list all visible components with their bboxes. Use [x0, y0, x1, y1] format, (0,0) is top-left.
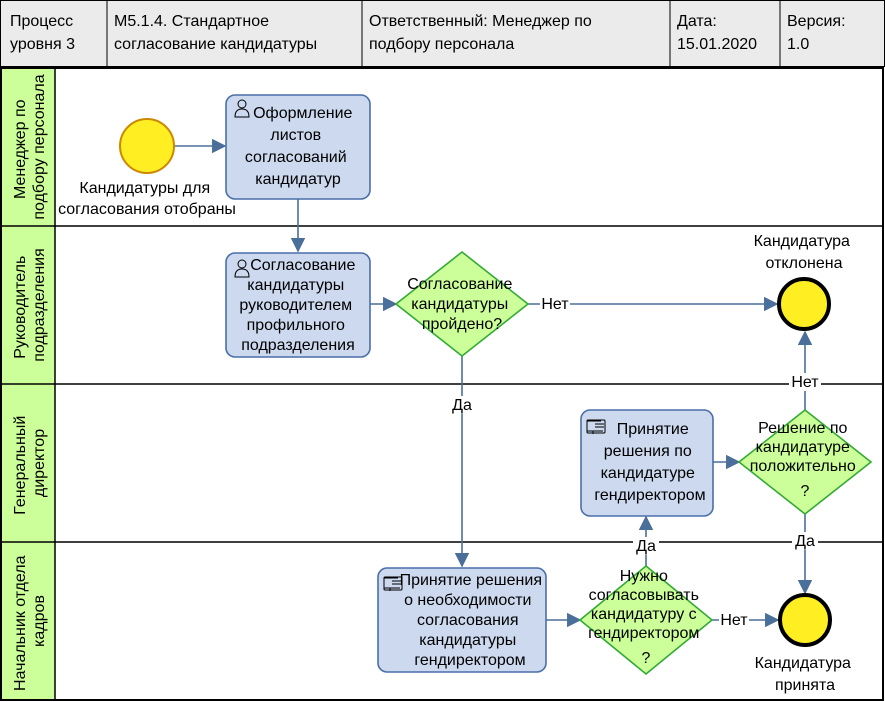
lane-label-ceo: Генеральный директор — [12, 411, 48, 514]
flow-label-g3-no: Нет — [791, 374, 819, 391]
flow-label-g2-no: Нет — [720, 612, 748, 629]
start-event — [119, 118, 175, 174]
svg-text:Принятие решения по: Принятие решения по кандидатуре гендирек… — [594, 421, 705, 504]
flow-label-g1-yes: Да — [452, 397, 472, 414]
lane-label-manager: Менеджер по подбору персонала — [12, 74, 48, 219]
manual-hand-icon — [383, 576, 403, 591]
svg-text:Решение по кандидатуре: Решение по кандидатуре положительно ? — [750, 420, 860, 500]
task-t4: Принятие решения по кандидатуре гендирек… — [580, 409, 714, 517]
svg-text:Принятие решения о необх: Принятие решения о необходимости согласо… — [400, 572, 547, 669]
task-t3: Принятие решения о необходимости согласо… — [377, 567, 547, 673]
header-process-level: Процесс уровня 3 — [10, 13, 78, 53]
svg-text:Согласование кандидатуры: Согласование кандидатуры руководителем п… — [239, 257, 359, 354]
header-table: Процесс уровня 3 М5.1.4. Стандартное сог… — [0, 0, 885, 67]
gateway-g1: Согласование кандидатуры пройдено? — [394, 250, 530, 358]
start-event-label: Кандидатуры для согласования отобраны — [58, 180, 236, 218]
svg-text:Согласование кандидатуры: Согласование кандидатуры пройдено? — [407, 276, 517, 333]
lane-label-head: Руководитель подразделения — [12, 248, 48, 362]
header-process-name: М5.1.4. Стандартное согласование кандида… — [114, 13, 317, 53]
lane-label-hr-head: Начальник отдела кадров — [12, 551, 48, 691]
user-icon — [234, 99, 250, 118]
end-event-rejected — [777, 277, 831, 331]
manual-hand-icon — [586, 419, 606, 434]
gateway-g2: Нужно согласовывать кандидатуру с гендир… — [578, 564, 714, 676]
end-event-accepted-label: Кандидатура принята — [755, 655, 856, 694]
header-version: Версия: 1.0 — [787, 13, 850, 53]
user-icon — [234, 259, 250, 278]
end-event-rejected-label: Кандидатура отклонена — [754, 233, 855, 272]
end-event-accepted — [778, 593, 832, 647]
gateway-g3: Решение по кандидатуре положительно ? — [737, 408, 873, 516]
flow-label-g3-yes: Да — [795, 533, 815, 550]
task-t1: Оформление листов согласований кандидату… — [225, 94, 371, 200]
flow-label-g1-no: Нет — [541, 296, 569, 313]
svg-text:Оформление листов: Оформление листов согласований кандидату… — [245, 105, 357, 188]
svg-text:Нужно согласовывать: Нужно согласовывать кандидатуру с гендир… — [588, 568, 704, 667]
flow-label-g2-yes: Да — [636, 538, 656, 555]
header-owner: Ответственный: Менеджер по подбору персо… — [369, 13, 596, 53]
task-t2: Согласование кандидатуры руководителем п… — [225, 252, 371, 358]
header-date: Дата: 15.01.2020 — [677, 13, 757, 53]
